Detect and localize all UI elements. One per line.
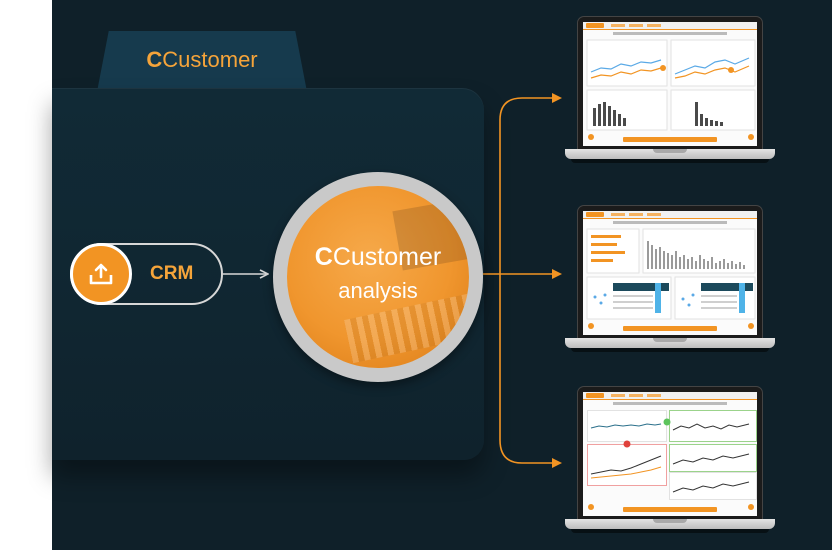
analysis-title: CCustomer (314, 243, 442, 271)
laptop-lid (577, 386, 763, 520)
report-screenshot (583, 211, 757, 335)
mini-charts (586, 228, 756, 329)
branch-to-top-laptop (483, 93, 562, 275)
laptop-base (565, 338, 775, 348)
crm-label: CRM (150, 263, 194, 284)
laptop-report-middle (565, 205, 775, 357)
analysis-subtitle: analysis (338, 278, 418, 303)
report-screenshot (583, 22, 757, 146)
branch-to-bottom-laptop (499, 274, 562, 468)
laptop-lid (577, 16, 763, 150)
analysis-circle (287, 186, 469, 368)
mini-charts (586, 39, 756, 140)
upload-tray-icon (89, 263, 113, 285)
laptop-base (565, 519, 775, 529)
laptop-base (565, 149, 775, 159)
laptop-report-bottom (565, 386, 775, 538)
ccustomer-tab: CCustomer (96, 31, 308, 97)
tab-title: CCustomer (146, 47, 258, 72)
mini-charts (588, 418, 754, 510)
report-screenshot (583, 392, 757, 516)
laptop-report-top (565, 16, 775, 168)
crm-badge (70, 243, 132, 305)
laptop-lid (577, 205, 763, 339)
